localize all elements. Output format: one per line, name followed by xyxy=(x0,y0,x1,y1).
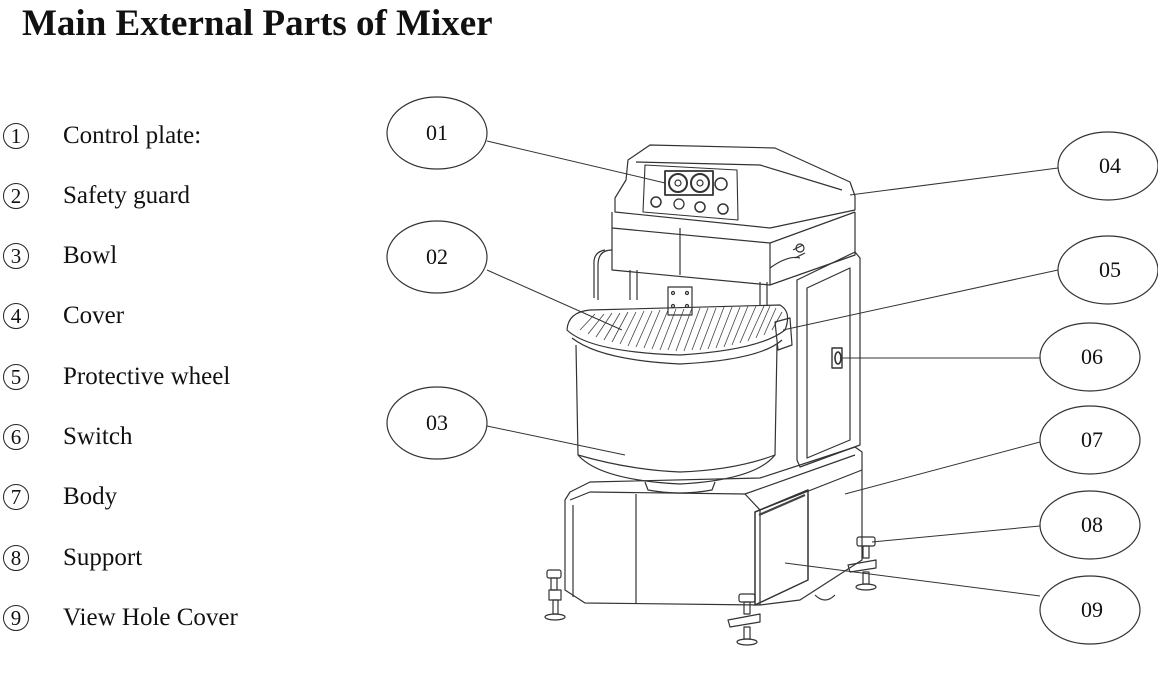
legend-item: 9 View Hole Cover xyxy=(0,598,238,638)
legend-label: Cover xyxy=(63,302,125,329)
legend-item: 5 Protective wheel xyxy=(0,357,230,397)
callout-label: 08 xyxy=(1081,512,1103,537)
number-circle-icon: 5 xyxy=(3,364,29,390)
callout-bubbles: 01 02 03 04 05 06 07 08 xyxy=(386,96,1158,645)
callout-label: 05 xyxy=(1099,257,1121,282)
callout-01: 01 xyxy=(386,96,488,170)
leader-lines xyxy=(486,140,1059,597)
leader-line-05 xyxy=(782,269,1059,331)
callout-02: 02 xyxy=(386,220,488,294)
leader-line-03 xyxy=(486,425,626,456)
legend-label: Control plate: xyxy=(63,122,202,149)
legend-item: 2 Safety guard xyxy=(0,176,190,216)
mixer-column xyxy=(796,251,861,468)
number-circle-icon: 3 xyxy=(3,243,29,269)
number-circle-icon: 8 xyxy=(3,545,29,571)
callout-label: 04 xyxy=(1099,153,1121,178)
callout-08: 08 xyxy=(1039,490,1141,560)
callout-06: 06 xyxy=(1039,322,1141,392)
callout-label: 02 xyxy=(426,244,448,269)
leader-line-09 xyxy=(784,562,1041,597)
callout-label: 09 xyxy=(1081,597,1103,622)
legend-item: 6 Switch xyxy=(0,417,132,457)
leader-line-07 xyxy=(844,441,1041,495)
leader-line-02 xyxy=(486,269,623,331)
legend-item: 7 Body xyxy=(0,477,117,517)
legend-label: Support xyxy=(63,544,143,571)
number-circle-icon: 7 xyxy=(3,484,29,510)
legend-item: 1 Control plate: xyxy=(0,116,201,156)
legend-label: Bowl xyxy=(63,242,118,269)
number-circle-icon: 1 xyxy=(3,123,29,149)
callout-03: 03 xyxy=(386,386,488,460)
mixer-base xyxy=(564,446,863,606)
mixer-head xyxy=(593,144,856,316)
leader-line-08 xyxy=(871,525,1041,543)
legend-label: Switch xyxy=(63,423,133,450)
diagram-title: Main External Parts of Mixer xyxy=(22,3,493,44)
legend-item: 4 Cover xyxy=(0,296,124,336)
mixer-feet xyxy=(544,536,877,646)
number-circle-icon: 6 xyxy=(3,424,29,450)
number-circle-icon: 4 xyxy=(3,303,29,329)
legend-item: 8 Support xyxy=(0,538,142,578)
callout-label: 03 xyxy=(426,410,448,435)
legend-label: Safety guard xyxy=(63,182,191,209)
leader-line-01 xyxy=(486,140,666,184)
legend-label: Body xyxy=(63,483,118,510)
callout-label: 01 xyxy=(426,120,448,145)
legend-item: 3 Bowl xyxy=(0,236,117,276)
callout-07: 07 xyxy=(1039,405,1141,475)
legend-label: View Hole Cover xyxy=(63,604,238,631)
callout-04: 04 xyxy=(1057,131,1158,201)
number-circle-icon: 2 xyxy=(3,183,29,209)
legend-label: Protective wheel xyxy=(63,363,231,390)
callout-09: 09 xyxy=(1039,575,1141,645)
callout-05: 05 xyxy=(1057,235,1158,305)
leader-line-04 xyxy=(849,167,1059,196)
callout-label: 07 xyxy=(1081,427,1103,452)
mixer-bowl xyxy=(566,304,793,494)
number-circle-icon: 9 xyxy=(3,605,29,631)
callout-label: 06 xyxy=(1081,344,1103,369)
